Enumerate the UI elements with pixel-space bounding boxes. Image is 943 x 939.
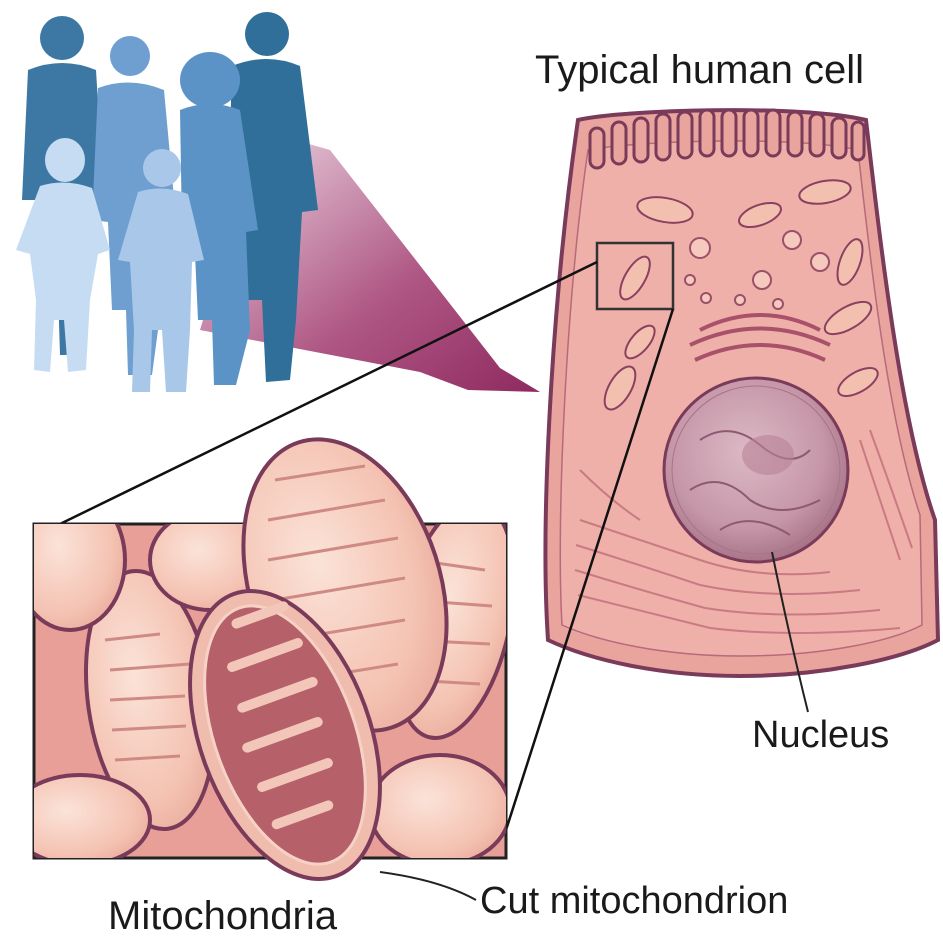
human-cell <box>546 110 938 676</box>
mitochondria-label: Mitochondria <box>108 894 337 939</box>
nucleus <box>664 378 848 562</box>
cut-mitochondrion-leader-line <box>380 872 476 900</box>
nucleus-label: Nucleus <box>752 714 889 757</box>
people-silhouettes <box>16 12 318 392</box>
diagram-title: Typical human cell <box>535 48 864 93</box>
mitochondria-inset <box>10 413 534 905</box>
cut-mitochondrion-label: Cut mitochondrion <box>480 880 788 923</box>
